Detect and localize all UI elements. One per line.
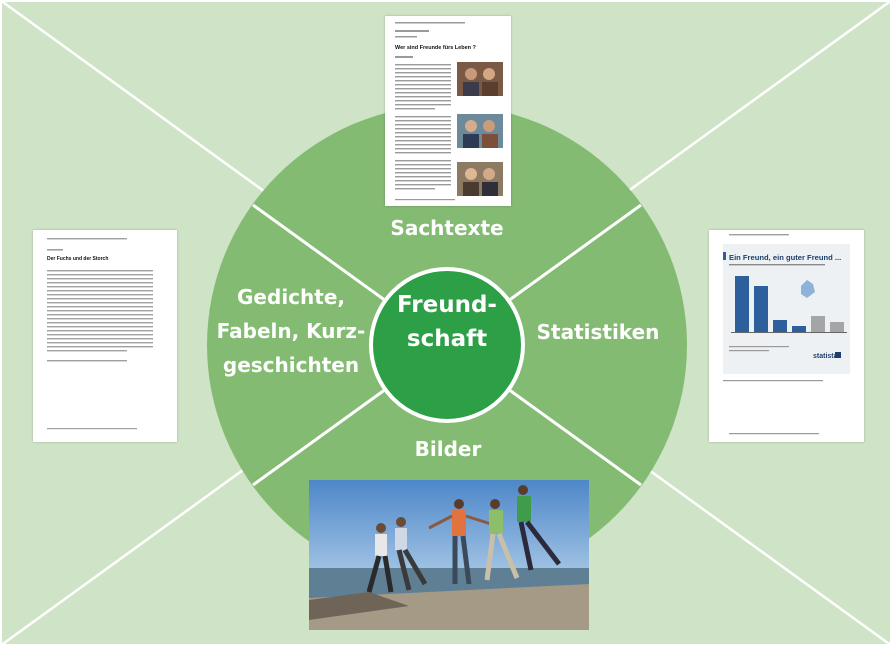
article-thumbnail: Wer sind Freunde fürs Leben ? (385, 16, 511, 206)
friends-photo (309, 480, 589, 630)
segment-label-statistiken: Statistiken (536, 320, 660, 344)
stat-footer-lines (729, 346, 789, 352)
photo-sky (309, 480, 589, 580)
stat-brand-icon (835, 352, 841, 358)
article-heading: Wer sind Freunde fürs Leben ? (395, 45, 477, 51)
stat-page-footer (729, 433, 819, 435)
stat-brand: statista (813, 353, 838, 360)
segment-label-gedichte: Gedichte, Fabeln, Kurz- geschichten (216, 285, 366, 377)
center-label: Freund- schaft (397, 292, 497, 352)
fable-thumbnail: Der Fuchs und der Storch (33, 230, 177, 442)
article-photos (457, 62, 503, 196)
stat-source-line (723, 380, 823, 382)
photo-people (366, 485, 561, 593)
stat-header-line (729, 234, 789, 236)
article-text-lines (395, 22, 465, 201)
segment-label-sachtexte: Sachtexte (390, 216, 504, 240)
photo-rocks (309, 592, 409, 620)
segment-label-bilder: Bilder (414, 437, 482, 461)
statistic-thumbnail: Ein Freund, ein guter Freund ... statist… (709, 230, 864, 442)
fable-text-lines (47, 238, 153, 430)
stat-subtitle-line (729, 264, 825, 266)
stat-title: Ein Freund, ein guter Freund ... (729, 253, 841, 262)
stat-accent (723, 252, 726, 260)
center-circle (369, 267, 525, 423)
stat-bars (731, 276, 847, 333)
stat-pictogram (801, 280, 815, 298)
fable-heading: Der Fuchs und der Storch (47, 256, 108, 262)
